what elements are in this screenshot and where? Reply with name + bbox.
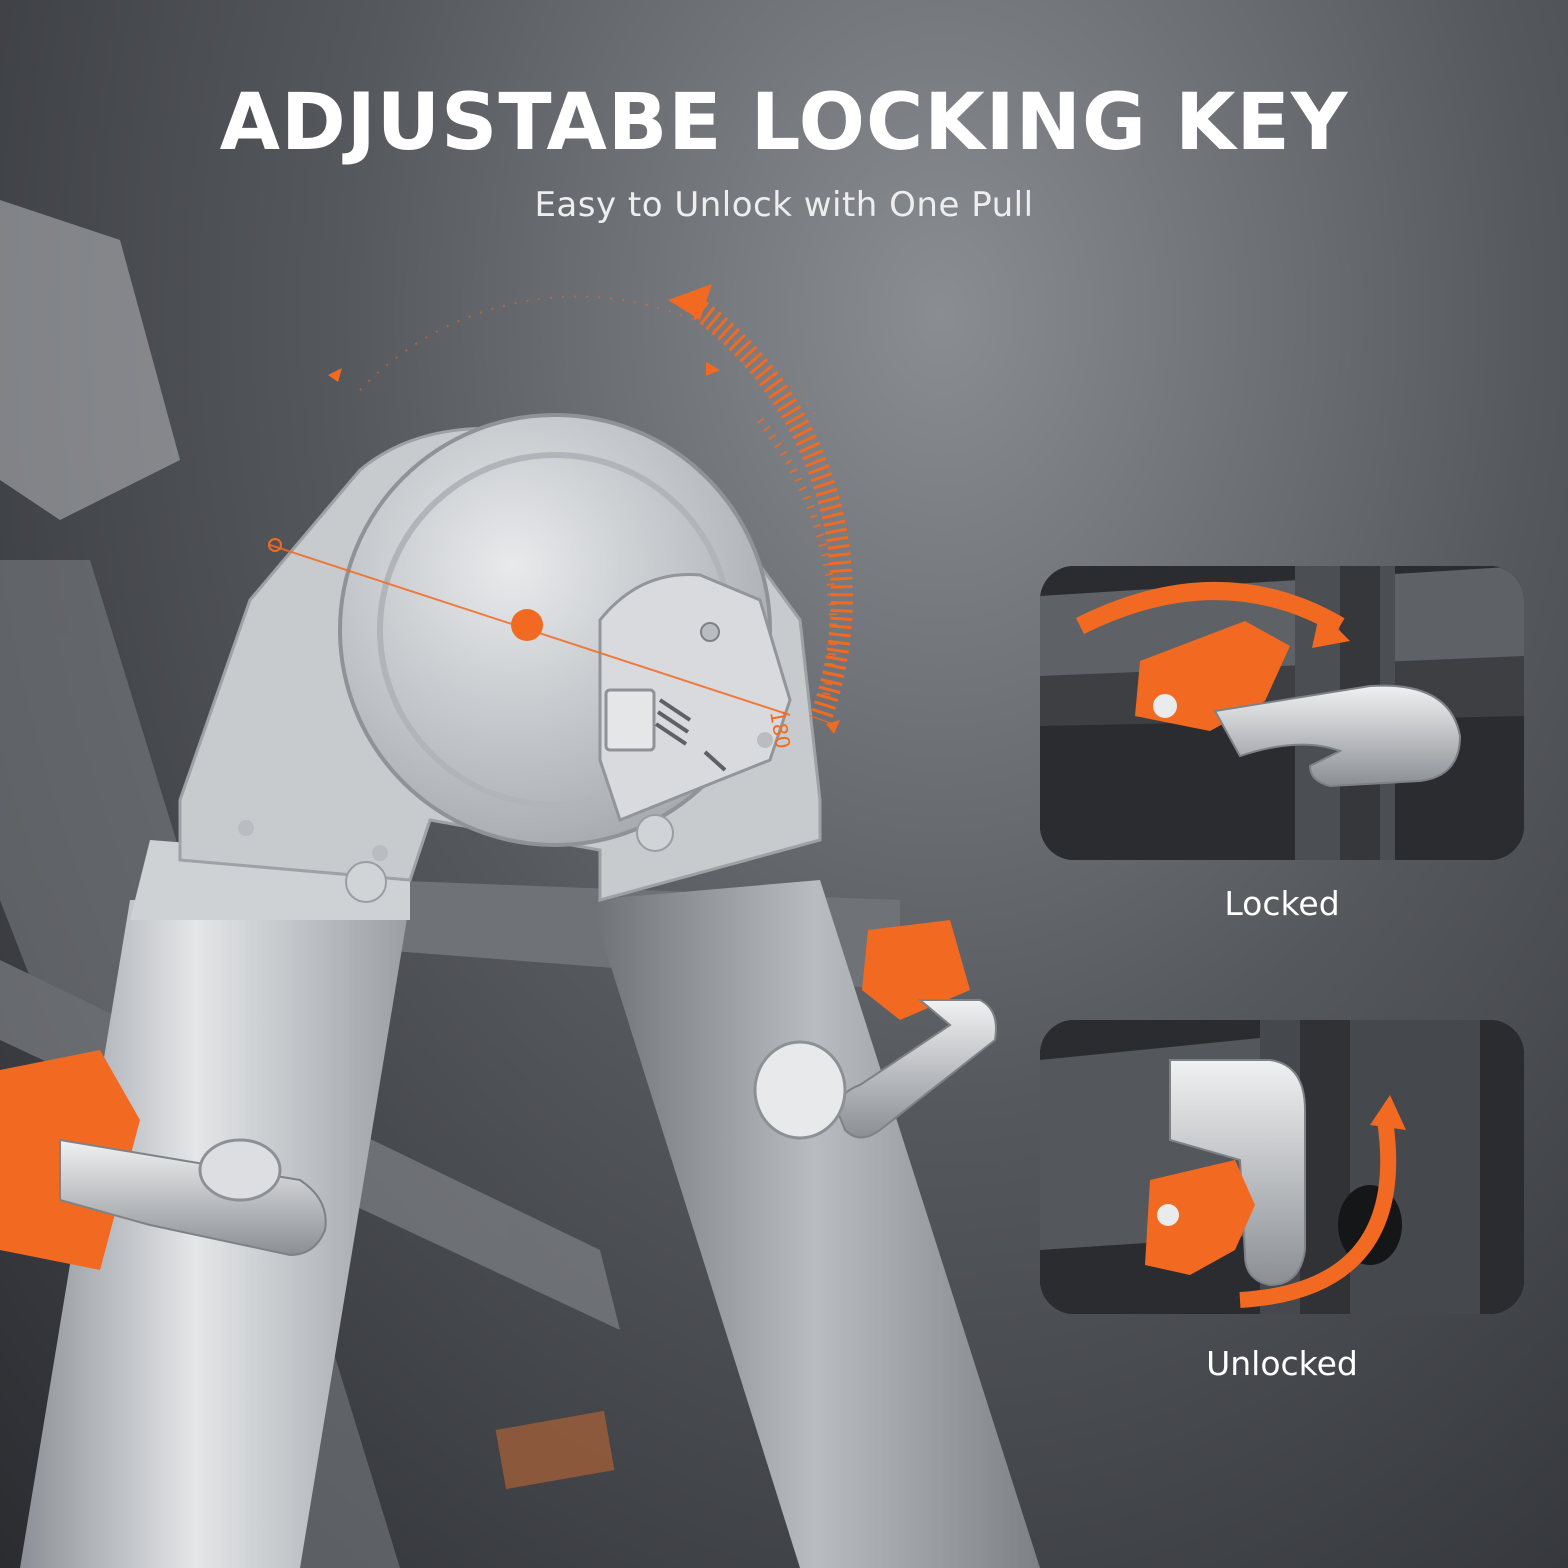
key-handle-locked [1213,684,1462,788]
hinge-housing [178,413,822,903]
left-locking-key [0,1050,327,1270]
rotate-up-arrow-icon [1239,1118,1397,1308]
page-subtitle: Easy to Unlock with One Pull [534,185,1034,225]
pivot-pin-icon [511,609,543,641]
locked-state-inset [1040,566,1524,860]
key-handle-unlocked [1169,1059,1306,1287]
orange-lock-block-2 [1145,1160,1255,1275]
dial-marker-icon-3 [826,720,840,734]
dial-marker-icon-2 [706,362,720,376]
unlocked-state-inset [1040,1020,1524,1314]
rotate-arrow-head-icon [668,284,712,320]
rotate-arrow-icon [1075,582,1345,635]
page-title: ADJUSTABE LOCKING KEY [219,78,1349,168]
unlocked-caption: Unlocked [1206,1344,1358,1383]
dial-marker-icon [328,368,342,382]
right-locking-key [753,920,997,1140]
locked-caption: Locked [1224,884,1340,923]
right-rail [590,880,1040,1568]
